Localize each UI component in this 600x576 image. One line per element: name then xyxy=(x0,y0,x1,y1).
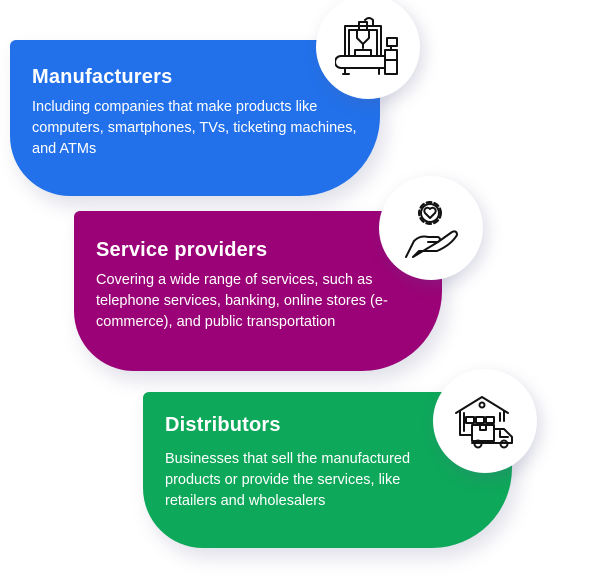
card-description: Including companies that make products l… xyxy=(32,99,357,157)
card-manufacturers: Manufacturers Including companies that m… xyxy=(10,40,380,196)
card-description: Businesses that sell the manufactured pr… xyxy=(165,451,411,509)
card-title: Manufacturers xyxy=(32,66,173,88)
card-title: Distributors xyxy=(165,414,281,436)
icon-badge xyxy=(433,369,537,473)
machine-icon xyxy=(335,17,398,75)
card-description: Covering a wide range of services, such … xyxy=(96,272,388,330)
icon-badge xyxy=(316,0,420,99)
warehouse-truck-icon xyxy=(455,396,513,449)
card-title: Service providers xyxy=(96,239,268,261)
hand-gear-heart-icon xyxy=(405,201,458,258)
icon-badge xyxy=(379,176,483,280)
